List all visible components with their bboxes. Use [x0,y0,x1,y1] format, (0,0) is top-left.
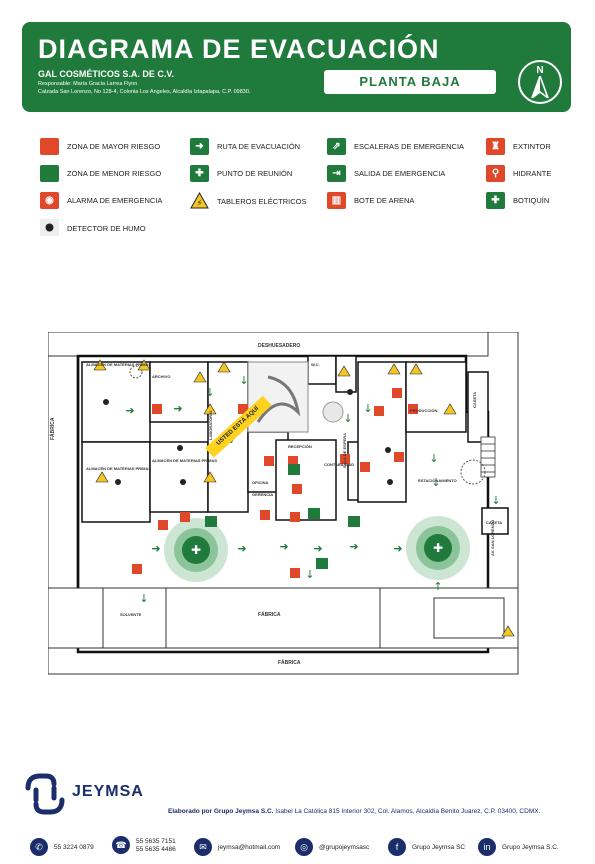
svg-text:➜: ➜ [125,404,134,417]
emergency-exit-icon: ⇥ [327,165,346,182]
label-almacen-bottom: ALMACÉN DE MATERIAS PRIMAS [86,466,152,471]
contact-phone[interactable]: ☎ 55 5635 7151 55 5635 4486 [112,836,176,854]
whatsapp-icon: ✆ [30,838,48,856]
legend-smoke-detector: DETECTOR DE HUMO [40,219,146,238]
mail-icon: ✉ [194,838,212,856]
emergency-stairs-icon: ⇗ [327,138,346,155]
label-fabrica-left: FÁBRICA [50,417,56,441]
floor-label: PLANTA BAJA [324,70,496,94]
floor-plan-drawing: ✚ ✚ ➜ ➜ ➜ ➜ ➜ ➜ ➜ ➜ ↓ ↓ ↓ ↓ ↓ ↓ ↓ ↓ ↑ ↓ [48,332,519,675]
company-name: GAL COSMÉTICOS S.A. DE C.V. [38,69,175,79]
company-address: Calzada San Lorenzo, No 128-4, Colonia L… [38,89,251,95]
label-almacen-top: ALMACÉN DE MATERIAS PRIMAS [86,362,152,367]
contact-instagram[interactable]: ◎ @grupojeymsasc [295,838,369,856]
label-almacen-mid: ALMACÉN DE MATERIAS PRIMAS [152,458,218,463]
jeymsa-logo-mark [25,773,65,815]
label-oficina: OFICINA [252,480,269,485]
svg-text:↓: ↓ [205,386,214,399]
label-contabilidad: CONTABILIDAD [324,462,355,467]
svg-text:➜: ➜ [279,540,288,553]
contact-bar: ✆ 55 3224 0879 ☎ 55 5635 7151 55 5635 44… [30,836,575,858]
label-caseta-top: CASETA [472,391,477,408]
legend-low-risk: ZONA DE MENOR RIESGO [40,165,161,182]
contact-whatsapp[interactable]: ✆ 55 3224 0879 [30,838,94,856]
contact-facebook[interactable]: f Grupo Jeymsa SC [388,838,465,856]
label-archivo: ARCHIVO [152,374,171,379]
facebook-icon: f [388,838,406,856]
legend-extinguisher: ♜ EXTINTOR [486,138,551,155]
svg-text:↓: ↓ [139,592,148,605]
contact-linkedin[interactable]: in Grupo Jeymsa S.C. [478,838,559,856]
legend-first-aid: ✚ BOTIQUÍN [486,192,549,209]
svg-text:↓: ↓ [429,452,438,465]
jeymsa-logo: JEYMSA [22,770,147,818]
legend-meeting-point: ✚ PUNTO DE REUNIÓN [190,165,292,182]
label-sala-espera: SALA DE ESPERA [342,433,347,468]
label-wc: W.C. [311,362,320,367]
svg-text:⚡: ⚡ [196,199,202,209]
sand-bucket-icon: ▥ [327,192,346,209]
legend-sand-bucket: ▥ BOTE DE ARENA [327,192,414,209]
alarm-icon: ◉ [40,192,59,209]
label-solvente: SOLVENTE [120,612,142,617]
svg-text:↓: ↓ [491,494,500,507]
svg-text:↑: ↑ [433,580,442,593]
fire-extinguisher-icon: ♜ [486,138,505,155]
smoke-detector-icon [40,219,59,238]
first-aid-icon: ✚ [486,192,505,209]
label-estacionamiento: ESTACIONAMIENTO [418,478,457,483]
svg-text:↓: ↓ [343,412,352,425]
legend-high-risk: ZONA DE MAYOR RIESGO [40,138,160,155]
svg-text:↓: ↓ [431,476,440,489]
legend-evacuation-route: ➜ RUTA DE EVACUACIÓN [190,138,300,155]
page-title: DIAGRAMA DE EVACUACIÓN [38,34,440,64]
electrical-panel-icon: ⚡ [190,191,209,211]
high-risk-zone-swatch [40,138,59,155]
phone-icon: ☎ [112,836,130,854]
label-av-san-lorenzo: AV. SAN LORENZO [490,519,495,556]
label-produccion: PRODUCCIÓN [410,408,438,413]
svg-text:➜: ➜ [151,542,160,555]
svg-text:➜: ➜ [173,402,182,415]
hydrant-icon: ⚲ [486,165,505,182]
label-fabrica-bottom: FÁBRICA [258,612,281,618]
low-risk-zone-swatch [40,165,59,182]
floor-plan: ✚ ✚ ➜ ➜ ➜ ➜ ➜ ➜ ➜ ➜ ↓ ↓ ↓ ↓ ↓ ↓ ↓ ↓ ↑ ↓ [48,332,526,676]
label-gerencia: GERENCIA [252,492,274,497]
legend-hydrant: ⚲ HIDRANTE [486,165,551,182]
svg-text:✚: ✚ [433,541,443,555]
arrow-right-icon: ➜ [190,138,209,155]
svg-text:↓: ↓ [239,374,248,387]
label-fabrica-lower: FÁBRICA [278,660,301,666]
svg-text:↓: ↓ [305,568,314,581]
brand-name: JEYMSA [72,783,144,800]
legend-emergency-exit: ⇥ SALIDA DE EMERGENCIA [327,165,445,182]
label-recepcion: RECEPCIÓN [288,444,312,449]
compass-icon: N [518,60,562,104]
svg-text:✚: ✚ [191,543,201,557]
label-caseta-bottom: CASETA [486,520,503,525]
legend-alarm: ◉ ALARMA DE EMERGENCIA [40,192,162,209]
svg-text:➜: ➜ [237,542,246,555]
label-laboratorio: LABORATORIO [208,410,213,440]
svg-text:➜: ➜ [349,540,358,553]
header-banner: DIAGRAMA DE EVACUACIÓN GAL COSMÉTICOS S.… [22,22,571,112]
svg-text:↓: ↓ [363,402,372,415]
legend-electrical-panel: ⚡ TABLEROS ELÉCTRICOS [190,191,306,211]
svg-text:➜: ➜ [393,542,402,555]
label-deshuesadero: DESHUESADERO [258,343,301,349]
linkedin-icon: in [478,838,496,856]
legend-emergency-stairs: ⇗ ESCALERAS DE EMERGENCIA [327,138,464,155]
compass-letter: N [536,65,544,76]
made-by-line: Elaborado por Grupo Jeymsa S.C. Isabel L… [168,808,541,815]
svg-text:➜: ➜ [313,542,322,555]
instagram-icon: ◎ [295,838,313,856]
responsible-person: Responsable: María Gracia Larrea Flynn [38,81,138,87]
meeting-point-icon: ✚ [190,165,209,182]
contact-email[interactable]: ✉ jeymsa@hotmail.com [194,838,280,856]
